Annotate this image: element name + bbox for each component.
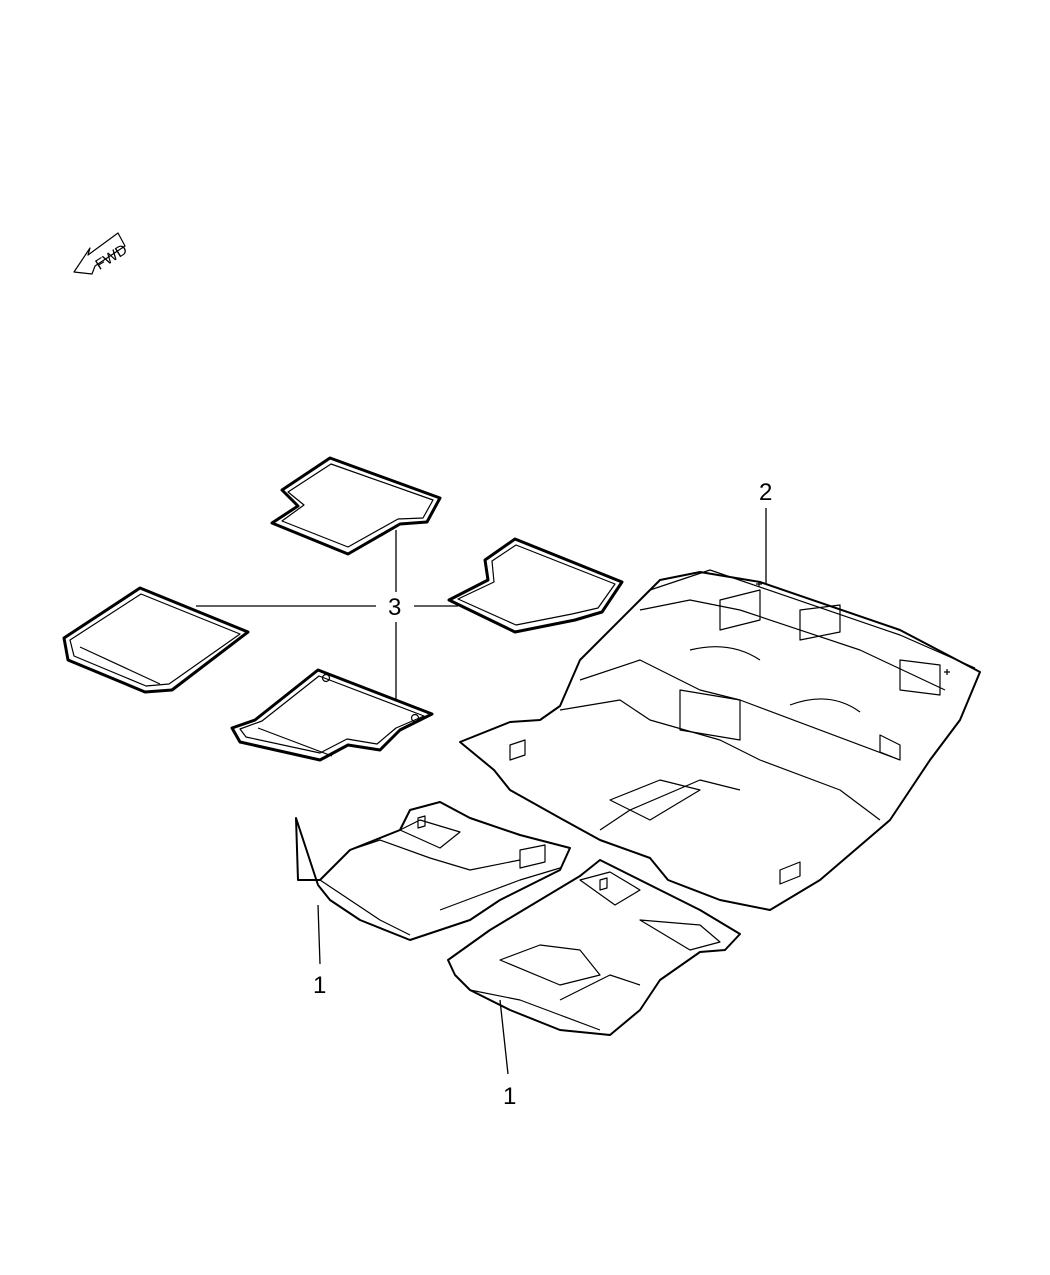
leader-front-right <box>499 999 509 1075</box>
arrow-left-icon <box>73 232 126 275</box>
callout-1-left: 1 <box>313 972 326 999</box>
floor-mat-rear-left <box>62 586 250 694</box>
fwd-indicator: FWD <box>73 232 131 275</box>
callout-2: 2 <box>759 479 772 506</box>
floor-mat-rear-right <box>230 668 434 762</box>
callout-3: 3 <box>388 594 401 621</box>
floor-mat-front-right <box>447 537 624 634</box>
main-carpet <box>459 569 981 911</box>
floor-mat-front-left <box>270 456 442 556</box>
floor-mats <box>62 456 624 762</box>
leader-lines <box>196 508 767 1075</box>
callouts: 1 1 2 3 <box>313 479 772 1110</box>
front-carpet-left <box>295 801 571 941</box>
front-carpet-right <box>447 859 741 1036</box>
leader-front-left <box>317 904 321 965</box>
callout-1-right: 1 <box>503 1083 516 1110</box>
